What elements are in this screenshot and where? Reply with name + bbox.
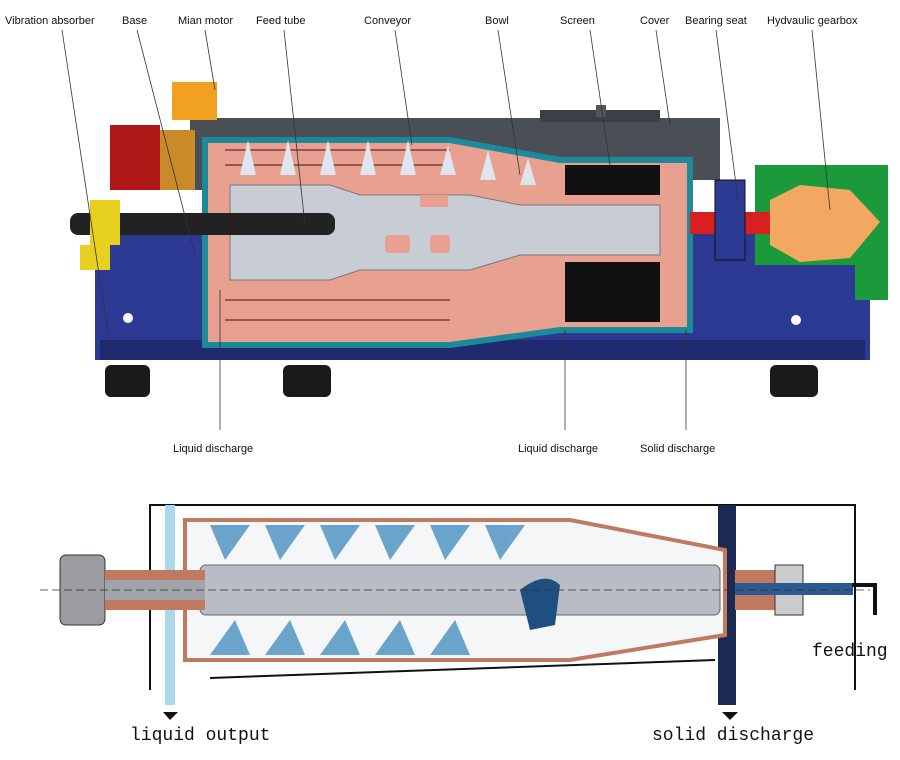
label-cover: Cover: [640, 15, 670, 27]
label-main-motor: Mian motor: [178, 15, 233, 27]
label-liquid-discharge-left: Liquid discharge: [173, 443, 253, 455]
schematic-feed-pipe: [735, 583, 853, 595]
label-feed-tube: Feed tube: [256, 15, 306, 27]
label-feeding: feeding: [812, 642, 888, 662]
label-conveyor: Conveyor: [364, 15, 411, 27]
hydraulic-gearbox: [770, 185, 880, 262]
label-solid-discharge: Solid discharge: [640, 443, 715, 455]
label-liquid-discharge-right: Liquid discharge: [518, 443, 598, 455]
top-cutaway-diagram: Vibration absorber Base Mian motor Feed …: [5, 15, 888, 455]
label-vibration-absorber: Vibration absorber: [5, 15, 95, 27]
label-bowl: Bowl: [485, 15, 509, 27]
label-screen: Screen: [560, 15, 595, 27]
vibration-absorbers: [105, 365, 818, 397]
conveyor-hub: [229, 184, 661, 281]
main-motor: [110, 125, 160, 190]
label-solid-discharge-bottom: solid discharge: [652, 726, 814, 746]
label-liquid-output: liquid output: [130, 726, 270, 746]
bottom-schematic: liquid output solid discharge feeding: [40, 504, 888, 746]
label-base: Base: [122, 15, 147, 27]
label-hydraulic-gearbox: Hydvaulic gearbox: [767, 15, 858, 27]
label-bearing-seat: Bearing seat: [685, 15, 747, 27]
feed-tube: [70, 213, 335, 235]
